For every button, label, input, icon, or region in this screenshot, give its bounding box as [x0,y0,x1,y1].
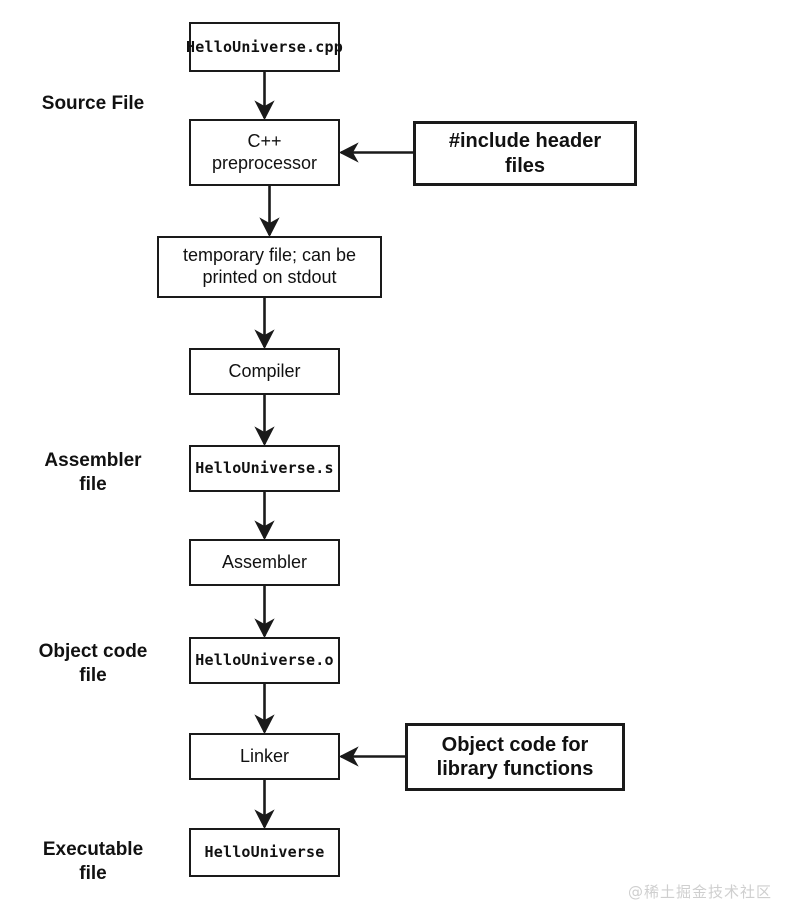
node-source-label: HelloUniverse.cpp [186,37,343,56]
node-compiler-label: Compiler [228,360,301,381]
node-tempfile: temporary file; can be printed on stdout [157,236,382,298]
node-executable-label: HelloUniverse [204,843,325,862]
watermark: @稀土掘金技术社区 [627,883,772,901]
node-source: HelloUniverse.cpp [186,22,343,72]
node-includes-label: #include header files [448,130,602,177]
node-objfile-label: HelloUniverse.o [195,651,334,670]
node-executable: HelloUniverse [189,828,340,877]
node-linker: Linker [189,733,340,780]
node-tempfile-label: temporary file; can be printed on stdout [182,245,357,287]
label-source-file: Source File [41,93,145,114]
node-asmfile: HelloUniverse.s [189,445,340,492]
node-libobj: Object code for library functions [405,723,625,791]
node-asmfile-label: HelloUniverse.s [195,459,334,478]
node-objfile: HelloUniverse.o [189,637,340,684]
node-includes: #include header files [413,121,637,186]
node-assembler: Assembler [189,539,340,586]
label-object-code-file: Object code file [38,641,148,687]
node-assembler-label: Assembler [221,551,308,572]
node-linker-label: Linker [239,745,290,766]
node-libobj-label: Object code for library functions [436,733,594,780]
label-executable-file: Executable file [42,839,144,885]
label-assembler-file: Assembler file [44,450,142,496]
node-preprocessor-label: C++ preprocessor [211,130,318,173]
node-preprocessor: C++ preprocessor [189,119,340,186]
node-compiler: Compiler [189,348,340,395]
